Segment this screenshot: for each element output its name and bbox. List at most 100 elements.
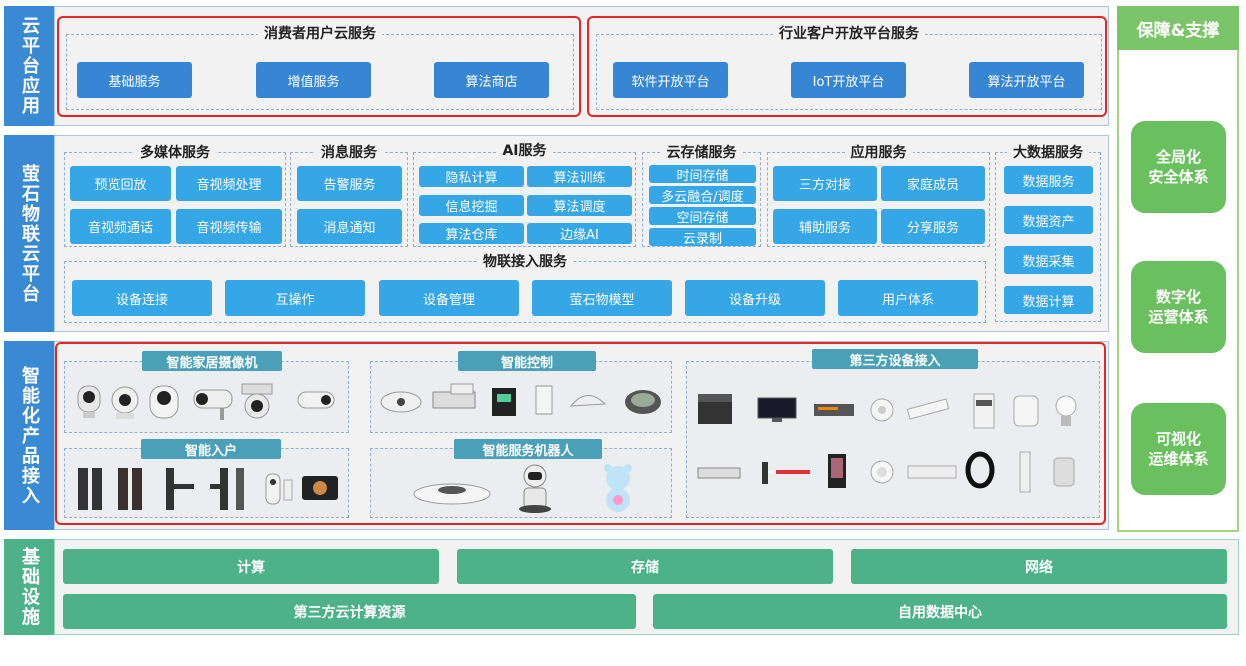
control-devices [375, 380, 667, 424]
industry-platform-title: 行业客户开放平台服务 [773, 26, 925, 42]
info-mining-button[interactable]: 信息挖掘 [419, 195, 524, 216]
device-connect-button[interactable]: 设备连接 [72, 280, 212, 316]
operation-system-item: 数字化 运营体系 [1131, 261, 1226, 353]
data-computing-button[interactable]: 数据计算 [1004, 286, 1093, 314]
speaker-icon [1053, 457, 1075, 487]
camera-devices [70, 380, 345, 424]
doorbell-icon [265, 473, 293, 505]
entry-devices [70, 464, 345, 514]
gateway-icon [432, 383, 476, 409]
camera-icon [193, 389, 233, 420]
av-processing-button[interactable]: 音视频处理 [176, 166, 282, 201]
algorithm-training-button[interactable]: 算法训练 [527, 166, 632, 187]
sensor-icon [569, 395, 607, 407]
network-button[interactable]: 网络 [851, 549, 1227, 584]
barrier-icon [762, 462, 810, 484]
cloud-app-side-label: 云平台应用 [4, 6, 54, 126]
cloud-app-section [54, 6, 1109, 126]
nvr-icon [697, 467, 741, 479]
bulb-icon [1055, 395, 1077, 426]
family-member-button[interactable]: 家庭成员 [881, 166, 985, 201]
basic-service-button[interactable]: 基础服务 [77, 62, 192, 98]
door-lock-icon [166, 468, 194, 510]
robot-group-title: 智能服务机器人 [454, 439, 602, 459]
door-viewer-icon [302, 476, 338, 500]
panel-icon [492, 388, 516, 416]
sensor-icon [535, 385, 553, 415]
data-collection-button[interactable]: 数据采集 [1004, 246, 1093, 274]
preview-playback-button[interactable]: 预览回放 [70, 166, 171, 201]
ai-group: AI服务 [413, 143, 636, 247]
av-transmission-button[interactable]: 音视频传输 [176, 209, 282, 244]
algorithm-warehouse-button[interactable]: 算法仓库 [419, 223, 524, 244]
bigdata-title: 大数据服务 [1007, 145, 1089, 161]
sensor-icon [380, 391, 422, 413]
user-system-button[interactable]: 用户体系 [838, 280, 978, 316]
message-notify-button[interactable]: 消息通知 [297, 209, 402, 244]
data-service-button[interactable]: 数据服务 [1004, 166, 1093, 194]
ezviz-model-button[interactable]: 萤石物模型 [532, 280, 672, 316]
camera-icon [297, 391, 335, 409]
nvr-icon [814, 404, 854, 416]
door-lock-icon [210, 468, 244, 510]
own-datacenter-button[interactable]: 自用数据中心 [653, 594, 1227, 629]
storage-button[interactable]: 存储 [457, 549, 833, 584]
access-group: 物联接入服务 [64, 254, 986, 323]
interop-button[interactable]: 互操作 [225, 280, 365, 316]
share-service-button[interactable]: 分享服务 [881, 209, 985, 244]
server-icon [698, 394, 732, 424]
cloud-recording-button[interactable]: 云录制 [649, 228, 756, 247]
alarm-service-button[interactable]: 告警服务 [297, 166, 402, 201]
products-highlight [55, 342, 1106, 525]
algorithm-platform-button[interactable]: 算法开放平台 [969, 62, 1084, 98]
robot-vacuum-icon [413, 483, 491, 505]
security-system-item: 全局化 安全体系 [1131, 121, 1226, 213]
control-group-title: 智能控制 [458, 351, 596, 371]
edge-ai-button[interactable]: 边缘AI [527, 223, 632, 244]
message-title: 消息服务 [315, 145, 383, 161]
value-added-service-button[interactable]: 增值服务 [256, 62, 371, 98]
multi-cloud-button[interactable]: 多云融合/调度 [649, 186, 756, 205]
maintenance-system-item: 可视化 运维体系 [1131, 403, 1226, 495]
privacy-computing-button[interactable]: 隐私计算 [419, 166, 524, 187]
camera-icon [241, 383, 273, 419]
sensor-icon [906, 398, 950, 420]
consumer-cloud-highlight [57, 16, 581, 117]
ai-title: AI服务 [496, 143, 553, 159]
third-party-cloud-button[interactable]: 第三方云计算资源 [63, 594, 636, 629]
control-group [370, 361, 672, 433]
industry-platform-group: 行业客户开放平台服务 [596, 26, 1102, 110]
camera-icon [907, 465, 957, 479]
av-call-button[interactable]: 音视频通话 [70, 209, 171, 244]
access-title: 物联接入服务 [477, 254, 573, 270]
bigdata-group: 大数据服务 [995, 145, 1101, 322]
software-platform-button[interactable]: 软件开放平台 [613, 62, 728, 98]
algorithm-store-button[interactable]: 算法商店 [434, 62, 549, 98]
third-party-docking-button[interactable]: 三方对接 [773, 166, 877, 201]
algorithm-scheduling-button[interactable]: 算法调度 [527, 195, 632, 216]
device-manage-button[interactable]: 设备管理 [379, 280, 519, 316]
data-asset-button[interactable]: 数据资产 [1004, 206, 1093, 234]
lock-icon [973, 393, 995, 429]
products-side-label: 智能化产品接入 [4, 341, 54, 530]
compute-button[interactable]: 计算 [63, 549, 439, 584]
thirdparty-group [686, 361, 1100, 518]
thirdparty-group-title: 第三方设备接入 [812, 349, 978, 369]
iot-platform-button[interactable]: IoT开放平台 [791, 62, 906, 98]
speaker-icon [1019, 451, 1031, 493]
robot-icon [519, 464, 551, 513]
multimedia-group: 多媒体服务 [64, 145, 286, 247]
monitor-icon [757, 397, 797, 422]
robot-devices [380, 462, 662, 514]
consumer-cloud-group: 消费者用户云服务 [66, 26, 574, 110]
iot-platform-side-label: 萤石物联云平台 [4, 135, 54, 332]
device-upgrade-button[interactable]: 设备升级 [685, 280, 825, 316]
infra-side-label: 基础设施 [4, 539, 54, 635]
entry-group-title: 智能入户 [141, 439, 281, 459]
space-storage-button[interactable]: 空间存储 [649, 207, 756, 226]
message-group: 消息服务 [290, 145, 408, 247]
assist-service-button[interactable]: 辅助服务 [773, 209, 877, 244]
time-storage-button[interactable]: 时间存储 [649, 165, 756, 184]
band-icon [965, 451, 995, 489]
thirdparty-devices [692, 382, 1094, 502]
